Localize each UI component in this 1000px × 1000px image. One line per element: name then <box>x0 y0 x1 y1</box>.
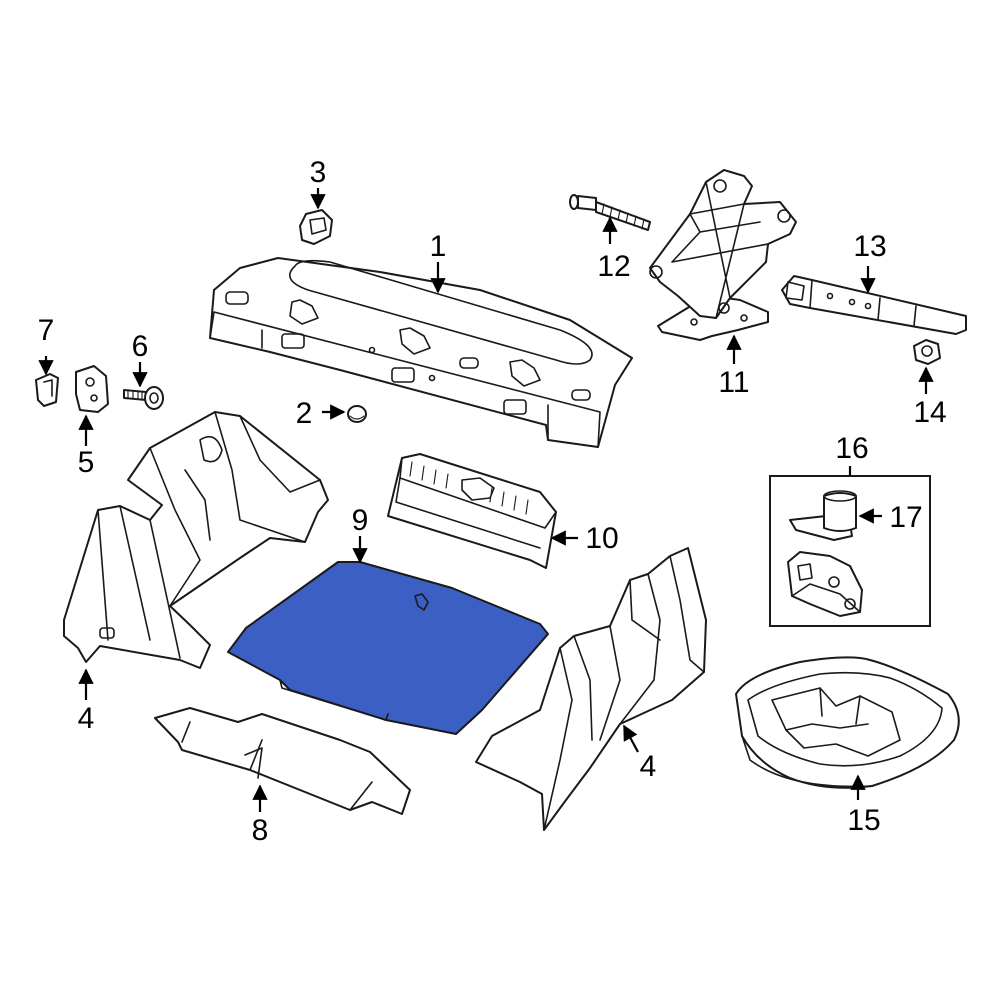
callout-9: 9 <box>352 504 369 537</box>
callout-labels: 1 2 3 4 4 5 6 7 8 9 10 11 12 13 14 15 16… <box>38 156 947 847</box>
trunk-floor-cover-part[interactable] <box>227 561 549 735</box>
callout-14: 14 <box>913 396 946 429</box>
callout-1: 1 <box>430 230 447 263</box>
scissor-jack-part[interactable] <box>649 169 797 341</box>
nut-clip-part[interactable] <box>35 373 59 407</box>
callout-5: 5 <box>78 446 95 479</box>
package-shelf-part[interactable] <box>209 257 633 448</box>
callout-15: 15 <box>847 804 880 837</box>
clip-part[interactable] <box>299 209 333 245</box>
plug-part[interactable] <box>347 405 367 423</box>
callout-7: 7 <box>38 314 55 347</box>
highlighted-trunk-cover <box>227 561 549 735</box>
screw-bolt-part[interactable] <box>569 194 651 231</box>
callout-16: 16 <box>835 432 868 465</box>
callout-11: 11 <box>718 366 749 399</box>
callout-4-left: 4 <box>78 702 95 735</box>
callout-10: 10 <box>585 522 618 555</box>
callout-13: 13 <box>853 230 886 263</box>
right-quarter-trim-part[interactable] <box>475 547 707 831</box>
cone-adapter-part[interactable] <box>789 490 857 541</box>
callout-8: 8 <box>252 814 269 847</box>
callout-6: 6 <box>132 330 149 363</box>
hex-nut-part[interactable] <box>913 339 941 365</box>
scuff-plate-part[interactable] <box>387 453 557 569</box>
callout-3: 3 <box>310 156 327 189</box>
bracket-part[interactable] <box>75 365 109 413</box>
callout-12: 12 <box>597 250 630 283</box>
callout-2: 2 <box>296 397 313 430</box>
leader-lines <box>38 188 934 812</box>
floor-panel-part[interactable] <box>154 707 411 815</box>
bolt-part[interactable] <box>123 386 164 410</box>
callout-17: 17 <box>889 501 922 534</box>
lug-wrench-part[interactable] <box>781 275 967 335</box>
callout-4-right: 4 <box>640 750 657 783</box>
tool-holder-part[interactable] <box>787 551 863 617</box>
spare-tire-tray-part[interactable] <box>735 656 960 789</box>
left-quarter-trim-part[interactable] <box>63 411 329 669</box>
